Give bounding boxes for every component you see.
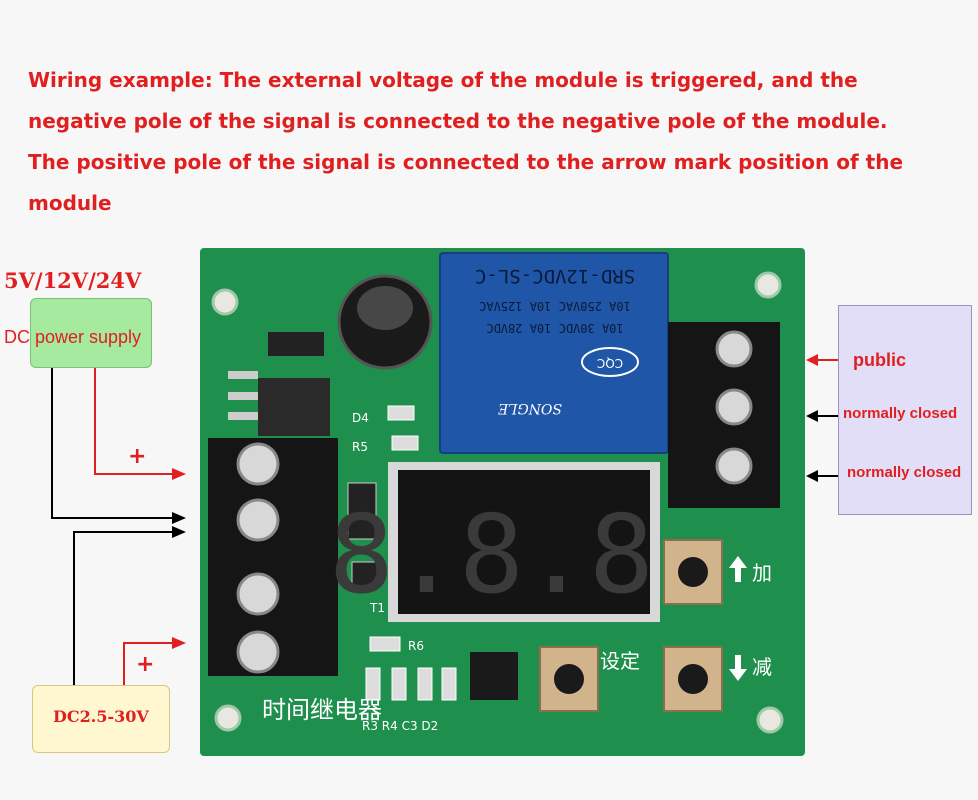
power-supply-label: DC power supply — [4, 327, 142, 347]
wire-signal-negative — [73, 531, 172, 685]
signal-source-box — [32, 685, 170, 753]
instruction-line-1: Wiring example: The external voltage of … — [28, 68, 858, 92]
relay-model-text: SRD-12VDC-SL-C — [475, 265, 635, 287]
smd-resistor-r4 — [391, 667, 407, 701]
mounting-hole — [211, 288, 239, 316]
output-box — [838, 305, 972, 515]
arrow-head — [172, 637, 186, 649]
smd-resistor-r3 — [365, 667, 381, 701]
output-label-nc2: normally closed — [847, 464, 962, 481]
power-supply-box — [30, 298, 152, 368]
regulator-pin — [228, 371, 258, 379]
cqc-logo-icon — [581, 347, 639, 377]
terminal-screw — [236, 498, 280, 542]
wiring-instructions: Wiring example: The external voltage of … — [28, 60, 928, 224]
mounting-hole — [754, 271, 782, 299]
plus-sign-top: + — [128, 444, 147, 469]
terminal-screw — [715, 388, 753, 426]
output-label-public: public — [853, 350, 906, 370]
label-r6: R6 — [408, 639, 424, 653]
wire-psu-negative — [51, 366, 172, 519]
label-up-cn: 加 — [752, 561, 772, 585]
set-button-cap — [554, 664, 584, 694]
smd-resistor-r5 — [391, 435, 419, 451]
arrow-head — [806, 470, 818, 482]
plus-sign-bottom: + — [136, 652, 155, 677]
terminal-screw — [236, 442, 280, 486]
voltage-regulator — [258, 378, 330, 436]
up-button-cap — [678, 557, 708, 587]
arrow-head — [172, 526, 186, 538]
down-button-cap — [678, 664, 708, 694]
supply-voltage-label: 5V/12V/24V — [4, 268, 142, 293]
output-label-nc1: normally closed — [843, 405, 958, 422]
arrow-head — [806, 354, 818, 366]
label-t1: T1 — [369, 601, 385, 615]
relay-rating-text-2: 10A 30VDC 10A 28VDC — [486, 321, 623, 335]
cqc-logo-text: CQC — [597, 356, 623, 370]
wire-psu-positive — [94, 366, 172, 475]
optocoupler-chip — [470, 652, 518, 700]
capacitor-highlight — [357, 286, 413, 330]
label-r5: R5 — [352, 440, 368, 454]
instruction-line-3: The positive pole of the signal is conne… — [28, 150, 904, 174]
wire-signal-positive — [123, 642, 172, 685]
relay-brand-text: SONGLE — [498, 400, 562, 416]
terminal-screw — [715, 447, 753, 485]
instruction-line-4: module — [28, 191, 112, 215]
smd-led-d4 — [387, 405, 415, 421]
smd-diode — [268, 332, 324, 356]
arrow-head — [172, 468, 186, 480]
label-d4: D4 — [352, 411, 369, 425]
up-arrow-icon — [729, 556, 747, 582]
down-arrow-icon — [729, 655, 747, 681]
smd-capacitor-c3 — [417, 667, 433, 701]
label-title-cn: 时间继电器 — [262, 696, 382, 724]
led-display — [398, 470, 650, 614]
smd-diode-d2 — [441, 667, 457, 701]
regulator-pin — [228, 412, 258, 420]
terminal-screw — [715, 330, 753, 368]
label-set-cn: 设定 — [600, 649, 640, 673]
led-display-digits: 8.8.8. — [329, 493, 719, 618]
relay-rating-text-1: 10A 250VAC 10A 125VAC — [479, 299, 631, 313]
smd-diode-2 — [347, 482, 377, 540]
smd-resistor-r6 — [369, 636, 401, 652]
mounting-hole — [756, 706, 784, 734]
label-bottom-components: R3 R4 C3 D2 — [362, 719, 438, 733]
label-down-cn: 减 — [752, 655, 772, 679]
signal-source-label: DC2.5-30V — [53, 707, 149, 726]
mounting-hole — [214, 704, 242, 732]
arrow-head — [806, 410, 818, 422]
arrow-head — [172, 512, 186, 524]
regulator-pin — [228, 392, 258, 400]
terminal-screw — [236, 630, 280, 674]
instruction-line-2: negative pole of the signal is connected… — [28, 109, 888, 133]
terminal-screw — [236, 572, 280, 616]
transistor-t1 — [351, 561, 379, 589]
